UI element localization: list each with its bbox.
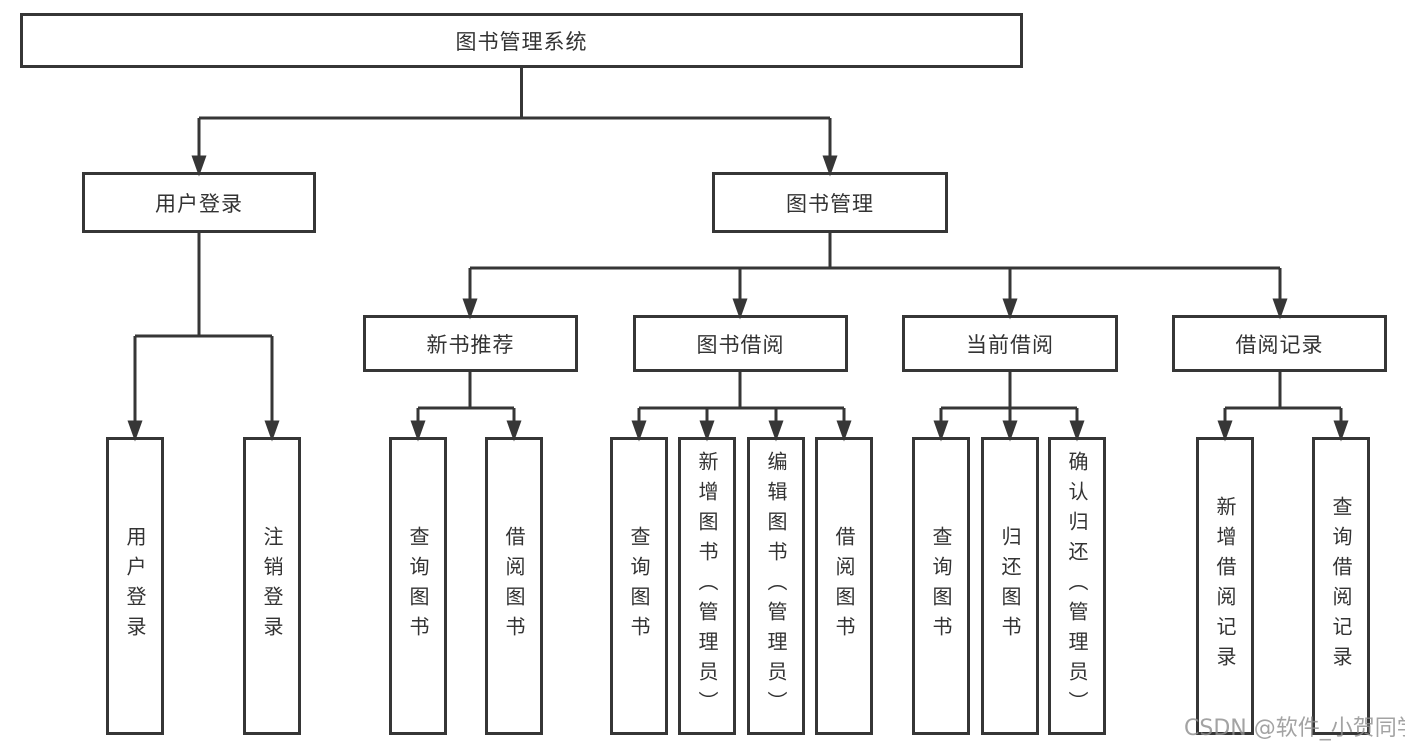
leaf-query-borrow-record: 查询借阅记录 (1312, 437, 1370, 735)
node-current-borrowing: 当前借阅 (902, 315, 1118, 372)
node-user-login-module: 用户登录 (82, 172, 316, 233)
node-label: 查询图书 (627, 526, 651, 646)
leaf-add-borrow-record: 新增借阅记录 (1196, 437, 1254, 735)
node-label: 查询图书 (929, 526, 953, 646)
leaf-user-login: 用户登录 (106, 437, 164, 735)
node-label: 图书借阅 (696, 332, 785, 357)
csdn-watermark: CSDN @软件_小贺同学 (1184, 716, 1405, 741)
node-label: 用户登录 (155, 191, 243, 216)
node-label: 用户登录 (123, 526, 147, 646)
node-label: 借阅图书 (832, 526, 856, 646)
node-label: 确认归还（管理员） (1065, 451, 1089, 721)
node-label: 归还图书 (998, 526, 1022, 646)
leaf-edit-books-admin: 编辑图书（管理员） (747, 437, 805, 735)
leaf-confirm-return-admin: 确认归还（管理员） (1048, 437, 1106, 735)
leaf-add-books-admin: 新增图书（管理员） (678, 437, 736, 735)
leaf-query-books-recommend: 查询图书 (389, 437, 447, 735)
leaf-query-books-borrowing: 查询图书 (610, 437, 668, 735)
node-borrowing-records: 借阅记录 (1172, 315, 1387, 372)
node-library-management-system: 图书管理系统 (20, 13, 1023, 68)
node-label: 新增图书（管理员） (695, 451, 719, 721)
node-label: 注销登录 (260, 526, 284, 646)
node-label: 当前借阅 (966, 332, 1054, 357)
leaf-return-books: 归还图书 (981, 437, 1039, 735)
node-new-book-recommendation: 新书推荐 (363, 315, 578, 372)
node-label: 新书推荐 (426, 332, 515, 357)
node-book-management-module: 图书管理 (712, 172, 948, 233)
leaf-borrow-books-recommend: 借阅图书 (485, 437, 543, 735)
node-label: 查询借阅记录 (1329, 496, 1353, 676)
node-label: 查询图书 (406, 526, 430, 646)
node-label: 借阅图书 (502, 526, 526, 646)
leaf-query-books-current: 查询图书 (912, 437, 970, 735)
node-label: 新增借阅记录 (1213, 496, 1237, 676)
leaf-logout: 注销登录 (243, 437, 301, 735)
node-label: 编辑图书（管理员） (764, 451, 788, 721)
leaf-borrow-books-borrowing: 借阅图书 (815, 437, 873, 735)
node-label: 图书管理系统 (455, 29, 588, 54)
node-book-borrowing: 图书借阅 (633, 315, 848, 372)
node-label: 图书管理 (786, 191, 874, 216)
node-label: 借阅记录 (1235, 332, 1324, 357)
